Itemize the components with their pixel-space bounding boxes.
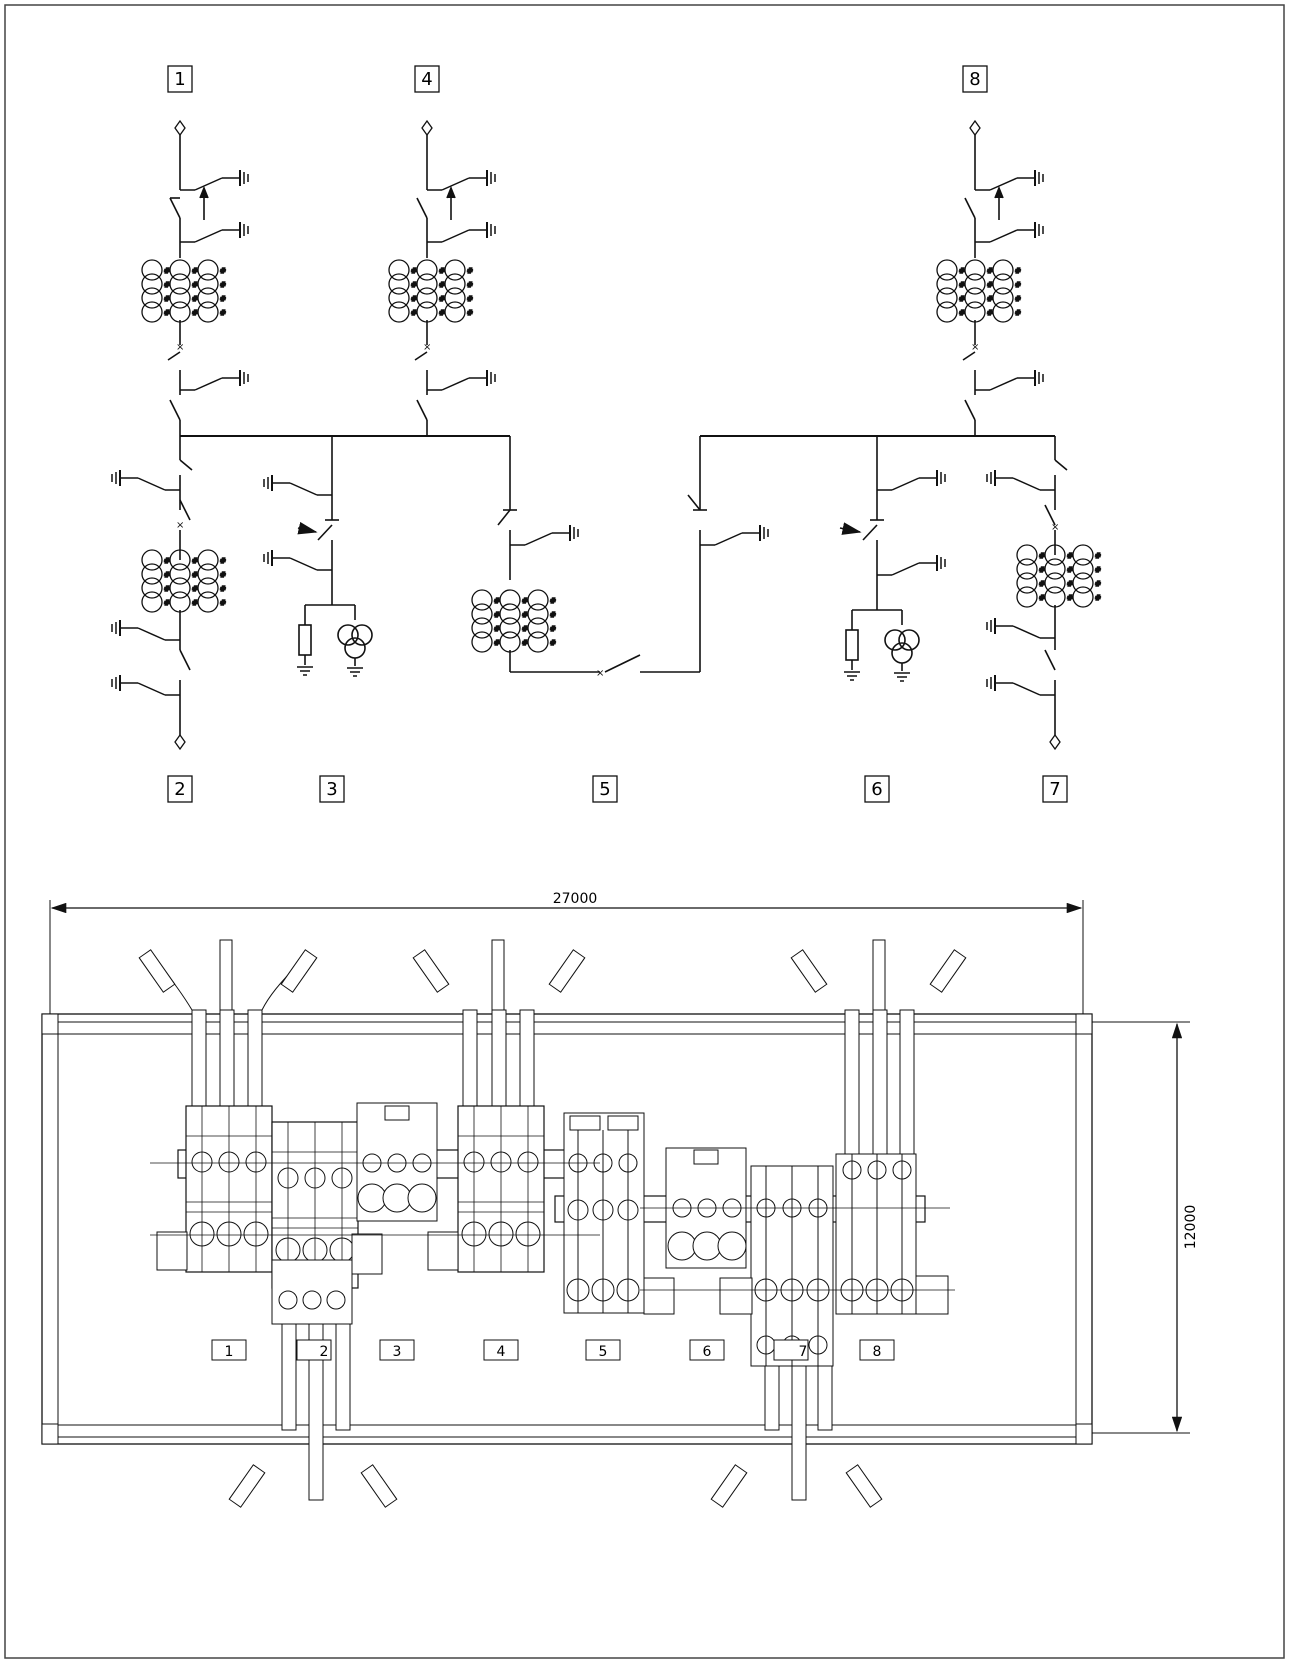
plan-unit-7 xyxy=(719,1165,834,1367)
layout-label-7: 7 xyxy=(799,1344,808,1360)
bottom-rail xyxy=(57,1424,1083,1438)
plan-cables-bay-7 xyxy=(710,1359,883,1508)
single-line-diagram: × × xyxy=(111,120,1101,750)
schematic-labels: 1 4 8 2 3 5 6 7 xyxy=(167,65,1068,803)
layout-label-2: 2 xyxy=(320,1344,329,1360)
plan-cables-bay-2 xyxy=(228,1319,398,1508)
schematic-label-8: 8 xyxy=(969,69,980,90)
svg-text:×: × xyxy=(176,520,184,531)
bay-5-circuit: × xyxy=(472,436,769,679)
bay-2-circuit: × xyxy=(111,436,226,750)
plan-unit-1 xyxy=(185,1105,273,1273)
plan-cables-bay-8 xyxy=(790,939,967,1156)
bay-8-circuit: × xyxy=(937,120,1044,436)
layout-label-4: 4 xyxy=(497,1344,506,1360)
schematic-label-2: 2 xyxy=(174,779,185,800)
layout-label-1: 1 xyxy=(225,1344,234,1360)
layout-label-5: 5 xyxy=(599,1344,608,1360)
layout-label-8: 8 xyxy=(873,1344,882,1360)
plan-layout: 27000 12000 xyxy=(41,891,1199,1508)
plan-unit-5 xyxy=(563,1112,675,1315)
bay-6-circuit xyxy=(839,436,946,682)
bay-1-circuit: × xyxy=(142,120,249,436)
schematic-label-7: 7 xyxy=(1049,779,1060,800)
schematic-label-6: 6 xyxy=(871,779,882,800)
schematic-label-5: 5 xyxy=(599,779,610,800)
schematic-label-3: 3 xyxy=(326,779,337,800)
svg-text:×: × xyxy=(176,342,184,353)
plan-unit-3 xyxy=(356,1102,438,1222)
plan-cables-bay-4 xyxy=(412,939,586,1111)
bay-3-circuit xyxy=(263,436,373,677)
svg-text:×: × xyxy=(596,668,604,679)
room-outline xyxy=(41,1013,1093,1445)
svg-text:×: × xyxy=(423,342,431,353)
plan-unit-8 xyxy=(835,1153,949,1315)
top-rail xyxy=(57,1021,1083,1035)
width-dimension-label: 27000 xyxy=(553,891,598,907)
layout-labels: 1 2 3 4 5 6 7 8 xyxy=(211,1339,895,1361)
layout-label-6: 6 xyxy=(703,1344,712,1360)
svg-text:×: × xyxy=(971,342,979,353)
height-dimension-label: 12000 xyxy=(1183,1205,1199,1250)
plan-cables-bay-1 xyxy=(138,939,318,1111)
schematic-label-1: 1 xyxy=(174,69,185,90)
bay-4-circuit: × xyxy=(389,120,496,436)
bay-7-circuit: × xyxy=(986,436,1101,750)
svg-text:×: × xyxy=(1051,522,1059,533)
sheet-frame xyxy=(4,4,1285,1659)
layout-label-3: 3 xyxy=(393,1344,402,1360)
plan-unit-4 xyxy=(457,1105,545,1273)
schematic-label-4: 4 xyxy=(421,69,432,90)
